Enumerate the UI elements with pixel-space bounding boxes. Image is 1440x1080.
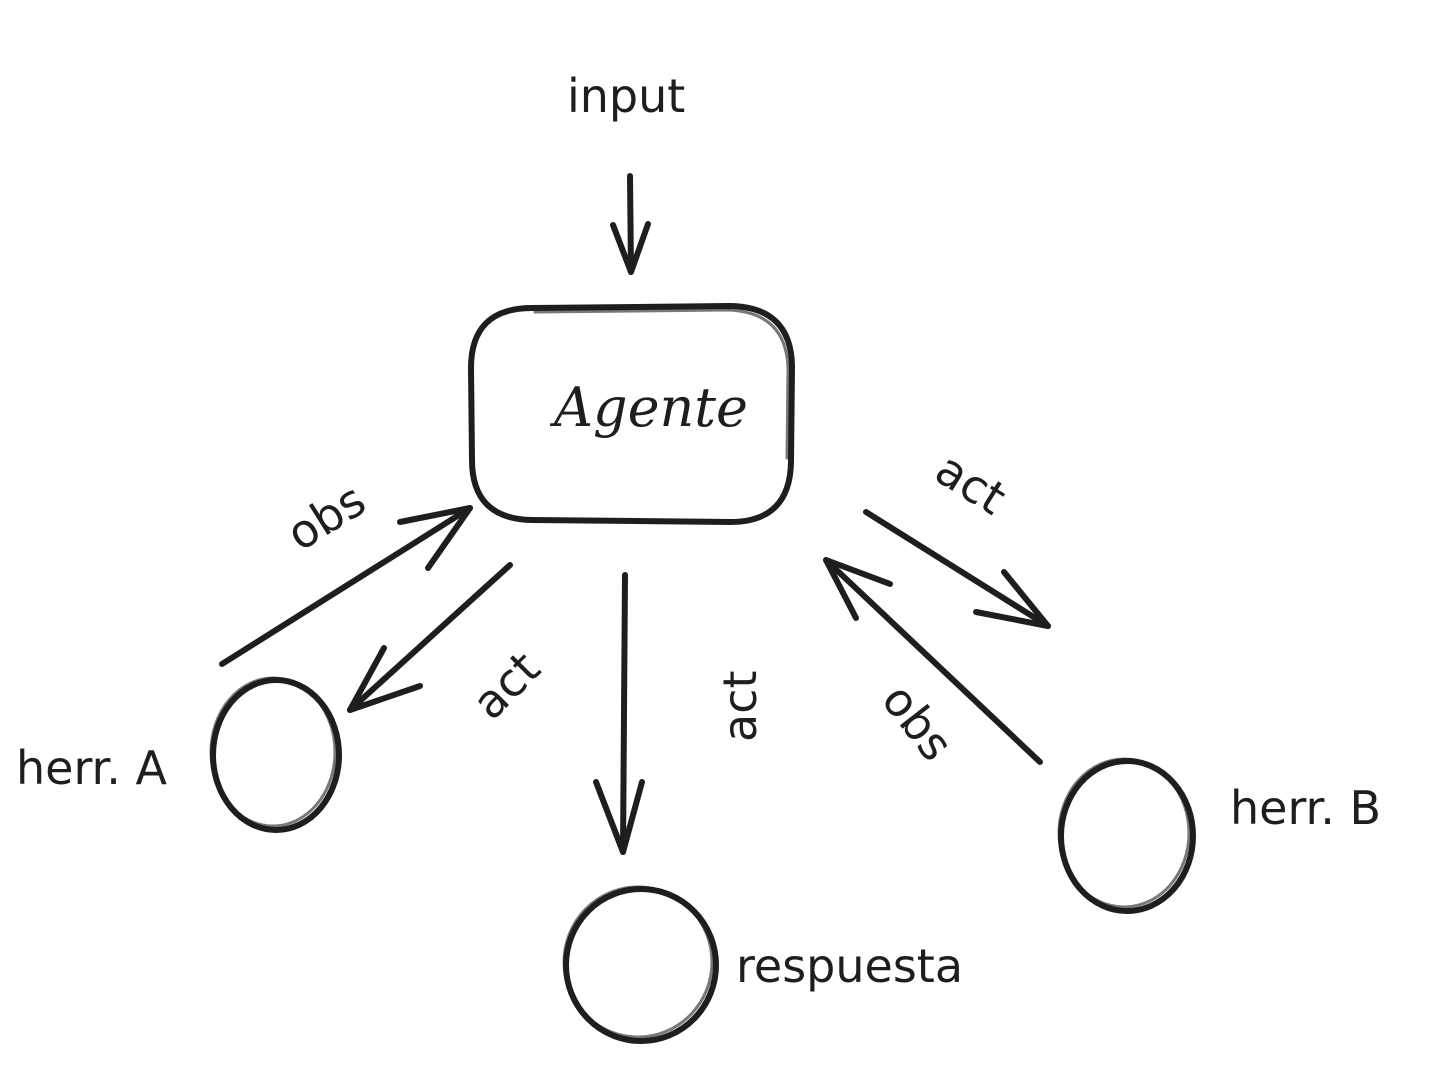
obs-label-tool-a: obs bbox=[277, 472, 375, 561]
response-node bbox=[562, 885, 719, 1044]
tool-a-node bbox=[209, 676, 342, 833]
agent-node: Agente bbox=[468, 303, 795, 525]
act-arrow-tool-b bbox=[863, 509, 1051, 629]
act-arrow-response bbox=[593, 572, 645, 855]
obs-label-tool-b: obs bbox=[871, 674, 964, 771]
act-label-response: act bbox=[713, 670, 767, 742]
act-arrow-tool-a bbox=[347, 562, 513, 713]
response-label: respuesta bbox=[736, 939, 963, 993]
obs-arrow-tool-b bbox=[823, 557, 1043, 765]
input-label: input bbox=[567, 69, 685, 123]
tool-b-label: herr. B bbox=[1230, 781, 1381, 835]
tool-a-label: herr. A bbox=[16, 741, 167, 795]
input-arrow bbox=[610, 173, 651, 275]
act-label-tool-b: act bbox=[926, 442, 1015, 526]
obs-arrow-tool-a bbox=[219, 505, 473, 667]
act-label-tool-a: act bbox=[462, 641, 551, 730]
agent-label: Agente bbox=[549, 376, 748, 439]
tool-b-node bbox=[1057, 757, 1196, 914]
